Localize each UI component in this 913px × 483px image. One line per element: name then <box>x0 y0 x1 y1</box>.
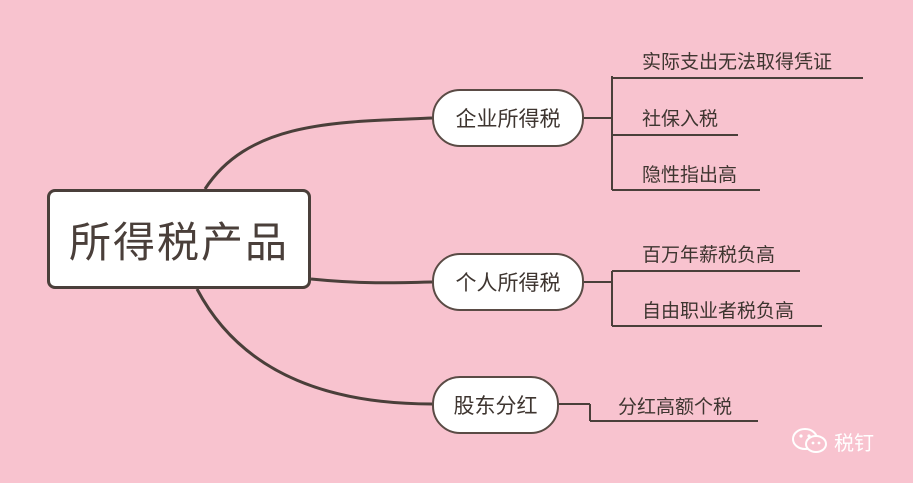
leaf-freelancer-tax: 自由职业者税负高 <box>642 300 795 322</box>
watermark: 税钉 <box>790 426 874 456</box>
wechat-icon <box>792 428 827 453</box>
branch-node-dividend: 股东分红 <box>432 376 559 434</box>
connector-root-branch-2 <box>310 277 433 285</box>
leaf-dividend-high-tax: 分红高额个税 <box>618 396 733 418</box>
branch-node-corporate-tax: 企业所得税 <box>432 89 584 147</box>
leaf-social-security-tax: 社保入税 <box>642 108 719 130</box>
leaf-corporate-expense-no-voucher: 实际支出无法取得凭证 <box>642 51 833 73</box>
connector-root-branch-1 <box>203 116 433 190</box>
root-node: 所得税产品 <box>47 189 311 289</box>
connector-root-branch-3 <box>195 288 433 406</box>
watermark-text: 税钉 <box>834 430 874 455</box>
leaf-hidden-expense-high: 隐性指出高 <box>642 164 738 186</box>
branch-node-personal-tax: 个人所得税 <box>432 253 584 311</box>
leaf-million-salary-tax: 百万年薪税负高 <box>642 244 776 266</box>
